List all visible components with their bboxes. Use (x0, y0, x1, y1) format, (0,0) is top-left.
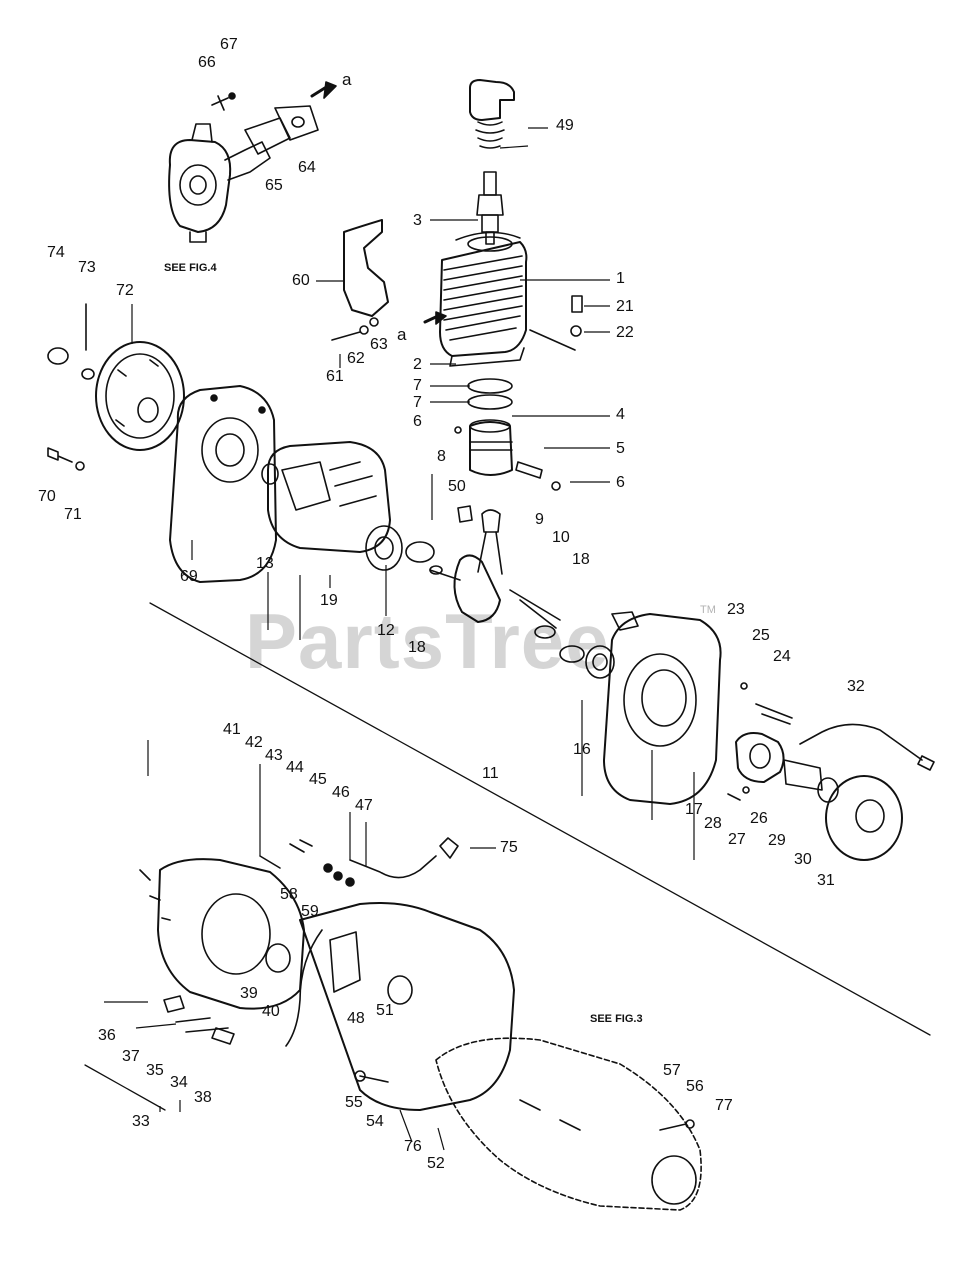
part-callout-50: 50 (448, 478, 466, 495)
see-fig-3-note: SEE FIG.3 (590, 1013, 643, 1025)
part-callout-46: 46 (332, 784, 350, 801)
part-callout-8: 8 (437, 448, 446, 465)
part-callout-19: 19 (320, 592, 338, 609)
part-callout-3: 3 (413, 212, 422, 229)
part-callout-62: 62 (347, 350, 365, 367)
part-callout-35: 35 (146, 1062, 164, 1079)
part-callout-32: 32 (847, 678, 865, 695)
part-callout-43: 43 (265, 747, 283, 764)
part-callout-6-clip: 6 (616, 474, 625, 491)
part-callout-24: 24 (773, 648, 791, 665)
part-callout-22: 22 (616, 324, 634, 341)
part-callout-45: 45 (309, 771, 327, 788)
part-callout-36: 36 (98, 1027, 116, 1044)
arrow-label-a-cylinder: a (397, 325, 407, 344)
part-callout-77: 77 (715, 1097, 733, 1114)
part-callout-55: 55 (345, 1094, 363, 1111)
part-callout-44: 44 (286, 759, 304, 776)
see-fig-4-note: SEE FIG.4 (164, 262, 217, 274)
part-callout-4: 4 (616, 406, 625, 423)
part-callout-57: 57 (663, 1062, 681, 1079)
part-callout-29: 29 (768, 832, 786, 849)
part-callout-41: 41 (223, 721, 241, 738)
part-callout-74: 74 (47, 244, 65, 261)
cylinder (423, 231, 583, 367)
part-callout-58: 58 (280, 886, 298, 903)
part-callout-5: 5 (616, 440, 625, 457)
part-callout-51: 51 (376, 1002, 394, 1019)
part-callout-33: 33 (132, 1113, 150, 1130)
part-callout-71: 71 (64, 506, 82, 523)
center-line-lower (84, 1064, 166, 1111)
part-callout-10: 10 (552, 529, 570, 546)
part-callout-18-lower: 18 (408, 639, 426, 656)
part-callout-56: 56 (686, 1078, 704, 1095)
part-callout-59: 59 (301, 903, 319, 920)
part-callout-21: 21 (616, 298, 634, 315)
part-callout-12: 12 (377, 622, 395, 639)
crankcase-cover-69 (169, 385, 277, 583)
part-callout-11: 11 (482, 765, 499, 782)
part-callout-38: 38 (194, 1089, 212, 1106)
part-callout-39: 39 (240, 985, 258, 1002)
part-callout-72: 72 (116, 282, 134, 299)
part-callout-67: 67 (220, 36, 238, 53)
part-callout-9: 9 (535, 511, 544, 528)
part-callout-42: 42 (245, 734, 263, 751)
part-callout-1: 1 (616, 270, 625, 287)
part-callout-63: 63 (370, 336, 388, 353)
arrow-label-a-top: a (342, 70, 352, 89)
part-callout-16: 16 (573, 741, 591, 758)
part-callout-28: 28 (704, 815, 722, 832)
part-callout-25: 25 (752, 627, 770, 644)
part-callout-65: 65 (265, 177, 283, 194)
blower-housing-lower (139, 837, 515, 1111)
part-callout-47: 47 (355, 797, 373, 814)
part-callout-26: 26 (750, 810, 768, 827)
part-callout-76: 76 (404, 1138, 422, 1155)
crankcase-left (261, 441, 391, 553)
partstree-watermark: PartsTree (245, 597, 610, 685)
part-callout-27: 27 (728, 831, 746, 848)
muffler-shield-60 (331, 219, 389, 341)
part-callout-70: 70 (38, 488, 56, 505)
part-callout-69: 69 (180, 568, 198, 585)
part-callout-17: 17 (685, 801, 703, 818)
carburetor-assembly (168, 81, 337, 243)
center-line-upper (149, 602, 931, 1036)
part-callout-13: 13 (256, 555, 274, 572)
part-callout-37: 37 (122, 1048, 140, 1065)
part-callout-60: 60 (292, 272, 310, 289)
part-callout-23: 23 (727, 601, 745, 618)
part-callout-61: 61 (326, 368, 344, 385)
part-callout-18-upper: 18 (572, 551, 590, 568)
part-callout-75: 75 (500, 839, 518, 856)
piston-group (454, 378, 561, 533)
part-callout-73: 73 (78, 259, 96, 276)
crankshaft-group (365, 525, 615, 679)
part-callout-49: 49 (556, 117, 574, 134)
spark-plug-group (469, 79, 515, 245)
flywheel-72 (47, 303, 185, 471)
part-callout-64: 64 (298, 159, 316, 176)
part-callout-34: 34 (170, 1074, 188, 1091)
part-callout-48: 48 (347, 1010, 365, 1027)
part-callout-54: 54 (366, 1113, 384, 1130)
part-callout-31: 31 (817, 872, 835, 889)
part-callout-30: 30 (794, 851, 812, 868)
fan-housing-fig3 (435, 1037, 702, 1211)
part-callout-2: 2 (413, 356, 422, 373)
trademark-mark: TM (700, 604, 716, 616)
part-callout-6-pin-clip: 6 (413, 413, 422, 430)
part-callout-7-ring-upper: 7 (413, 377, 422, 394)
part-callout-7-ring-lower: 7 (413, 394, 422, 411)
part-callout-66: 66 (198, 54, 216, 71)
recoil-starter-group (727, 723, 935, 861)
part-callout-40: 40 (262, 1003, 280, 1020)
part-callout-52: 52 (427, 1155, 445, 1172)
starter-housing-16 (603, 611, 793, 805)
